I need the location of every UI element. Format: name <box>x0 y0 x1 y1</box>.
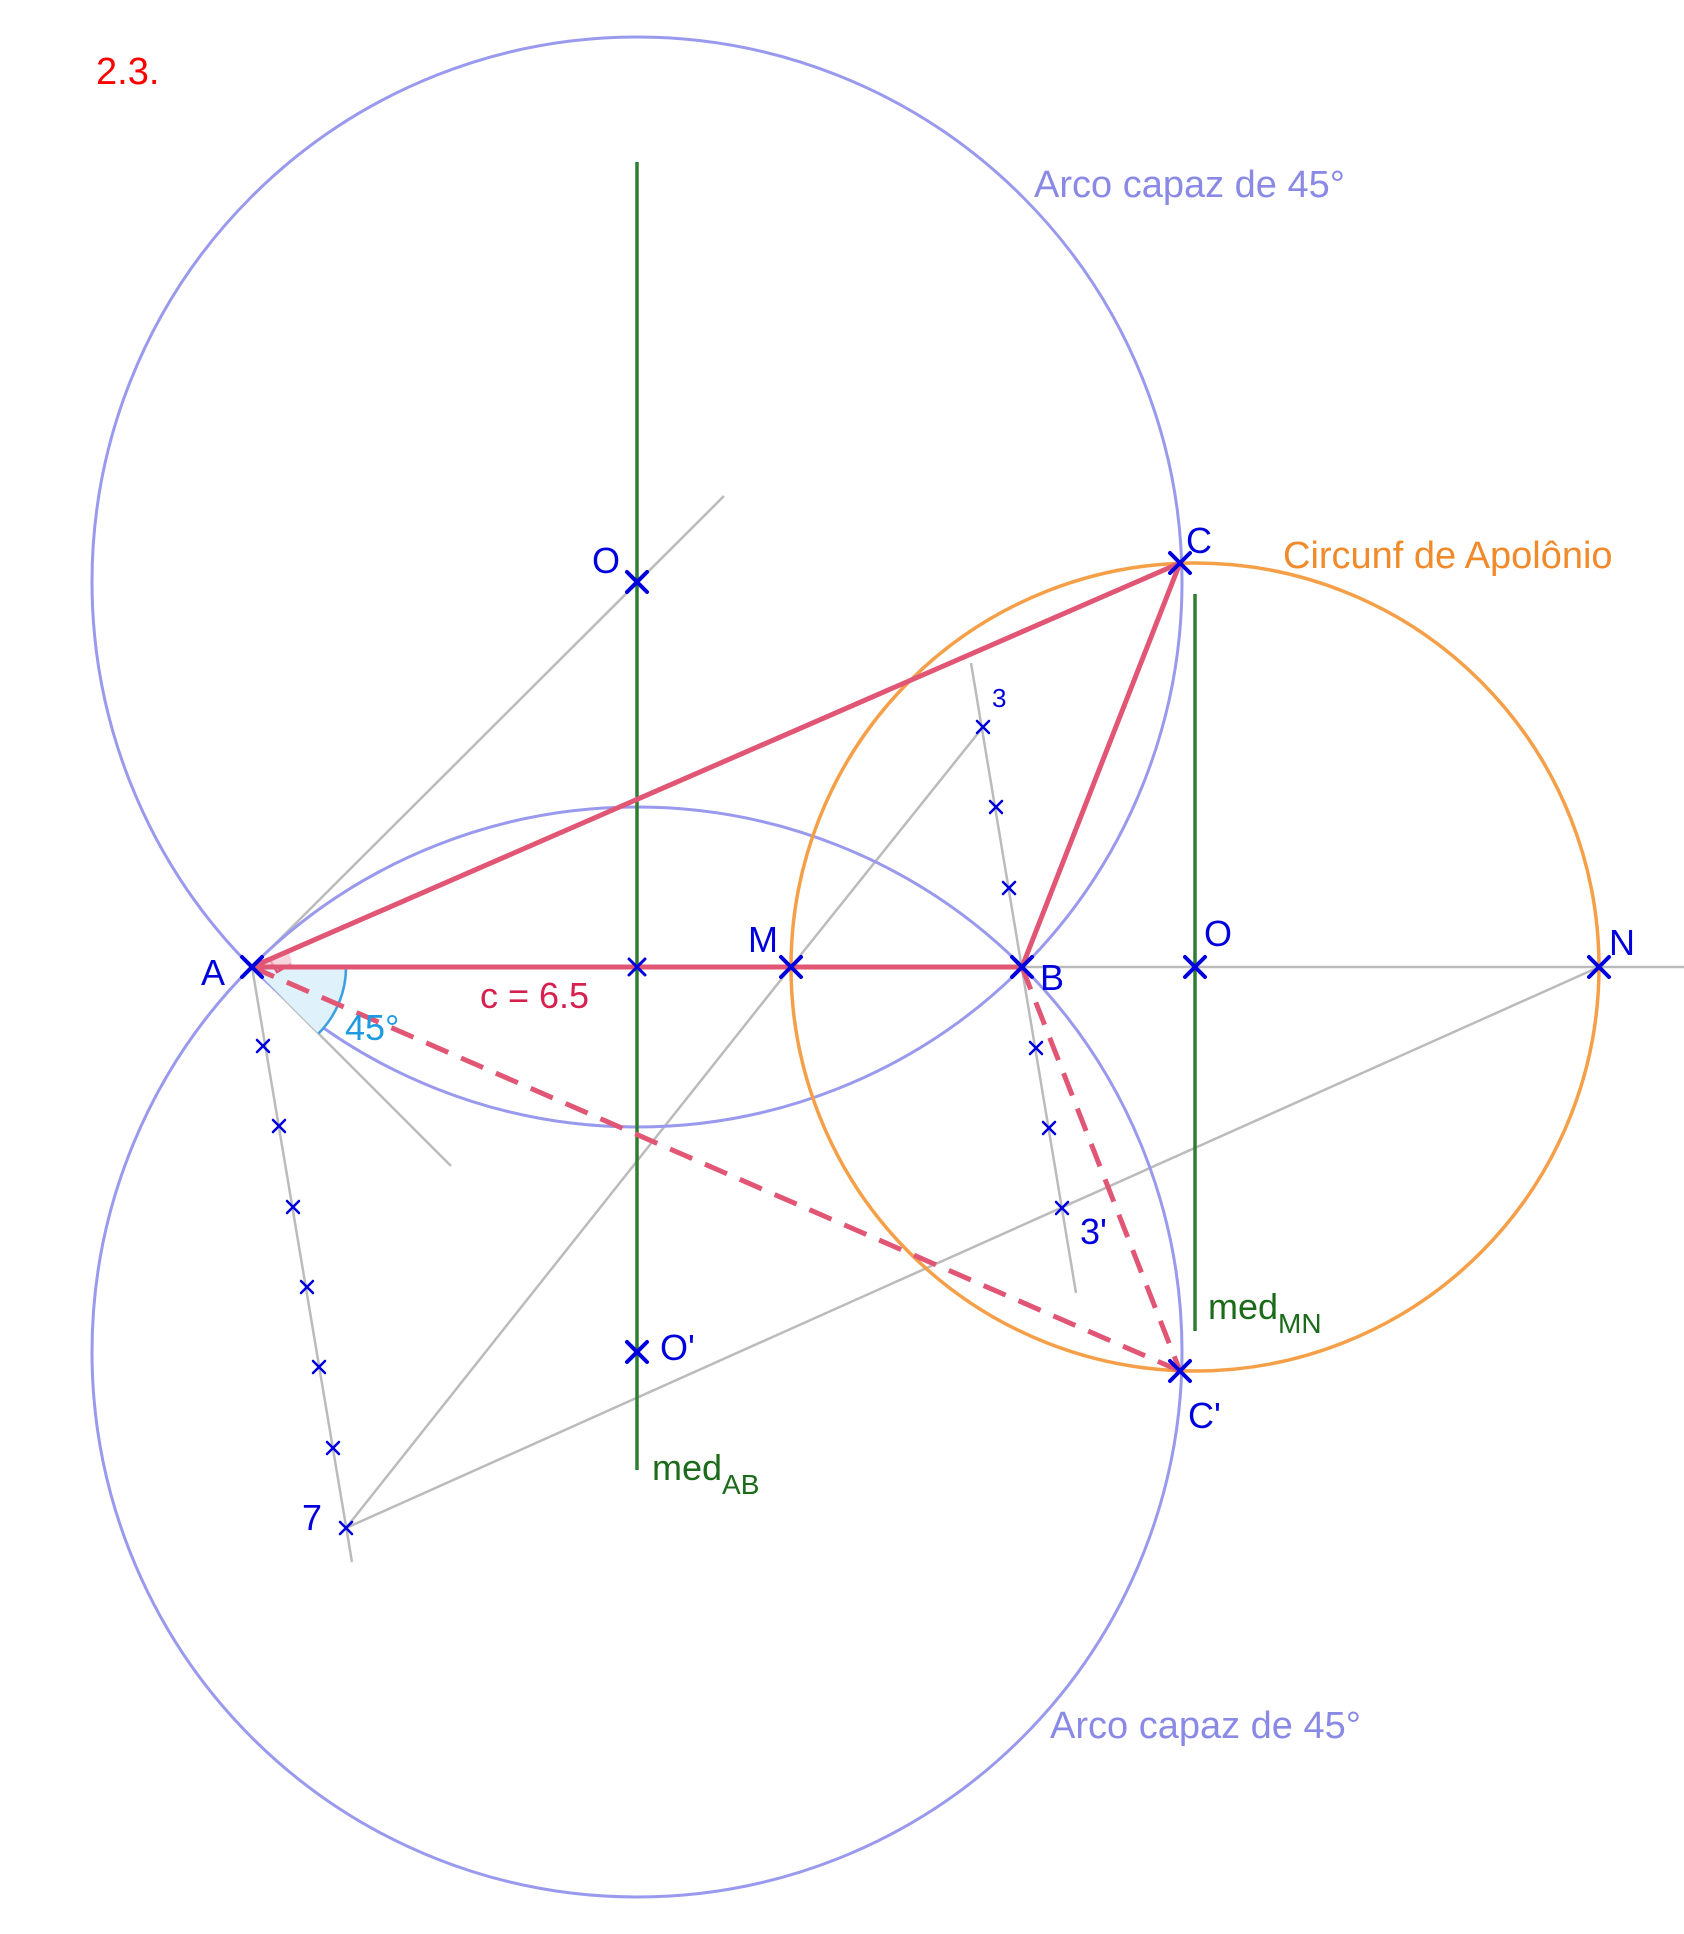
problem-number: 2.3. <box>96 51 159 93</box>
label-c: C <box>1186 520 1212 561</box>
point-m-marker <box>779 955 803 979</box>
tick-b-1-prime <box>1028 1040 1044 1056</box>
tick-b-3 <box>975 719 991 735</box>
arc-capaz-top-label: Arco capaz de 45° <box>1034 164 1345 206</box>
mediatrices <box>635 162 1197 1470</box>
point-labels: A B C C' M N O O' O 3 3' 7 <box>201 520 1635 1538</box>
tick-a-1 <box>255 1038 271 1054</box>
line-7-to-m <box>345 966 792 1529</box>
arc-capaz-bottom-label: Arco capaz de 45° <box>1050 1705 1361 1747</box>
point-b-marker <box>1010 955 1034 979</box>
midpoint-ab-marker <box>627 957 647 977</box>
tick-a-7 <box>338 1520 354 1536</box>
side-c-label: c = 6.5 <box>480 975 589 1016</box>
label-m: M <box>748 919 778 960</box>
angle-45-label: 45° <box>345 1007 399 1048</box>
side-ac-prime <box>251 964 1181 1374</box>
label-div-3-prime: 3' <box>1080 1211 1107 1252</box>
tick-b-3-prime <box>1054 1200 1070 1216</box>
line-m-to-3 <box>790 726 984 968</box>
label-a: A <box>201 952 225 993</box>
tick-b-2 <box>988 799 1004 815</box>
point-n-marker <box>1587 955 1611 979</box>
med-mn-main: med <box>1208 1286 1278 1327</box>
label-div-3: 3 <box>992 683 1006 713</box>
label-o-top: O <box>592 540 620 581</box>
line-7-to-n <box>345 965 1600 1530</box>
tick-a-5 <box>311 1359 327 1375</box>
division-ray-a <box>250 966 354 1563</box>
main-points <box>240 551 1611 1383</box>
med-ab-main: med <box>652 1447 722 1488</box>
point-c-prime-marker <box>1168 1359 1192 1383</box>
label-o-right: O <box>1204 913 1232 954</box>
med-ab-sub: AB <box>722 1469 759 1500</box>
point-o-top-marker <box>625 570 649 594</box>
angle-45-sector <box>252 967 347 1034</box>
tick-a-2 <box>271 1118 287 1134</box>
tick-a-3 <box>285 1199 301 1215</box>
side-bc <box>1019 560 1183 970</box>
label-b: B <box>1040 957 1064 998</box>
ray-tangent-45 <box>251 495 725 968</box>
point-o-right-marker <box>1183 955 1207 979</box>
side-bc-prime <box>1019 966 1183 1372</box>
point-a-marker <box>240 955 264 979</box>
division-ray-b <box>969 662 1078 1294</box>
apollonius-label: Circunf de Apolônio <box>1283 535 1613 577</box>
triangle-abc-prime <box>251 964 1183 1374</box>
side-ac <box>249 560 1183 970</box>
tick-a-6 <box>325 1440 341 1456</box>
med-mn-sub: MN <box>1278 1308 1322 1339</box>
med-ab-label: medAB <box>652 1447 759 1500</box>
point-o-prime-marker <box>625 1340 649 1364</box>
label-n: N <box>1609 922 1635 963</box>
label-c-prime: C' <box>1188 1395 1221 1436</box>
tick-b-2-prime <box>1041 1120 1057 1136</box>
tick-b-1 <box>1001 880 1017 896</box>
label-o-prime: O' <box>660 1327 695 1368</box>
point-c-marker <box>1168 551 1192 575</box>
division-ticks <box>255 719 1070 1536</box>
label-div-7: 7 <box>302 1497 322 1538</box>
triangle-abc <box>249 560 1183 970</box>
med-mn-label: medMN <box>1208 1286 1322 1339</box>
tick-a-4 <box>299 1279 315 1295</box>
